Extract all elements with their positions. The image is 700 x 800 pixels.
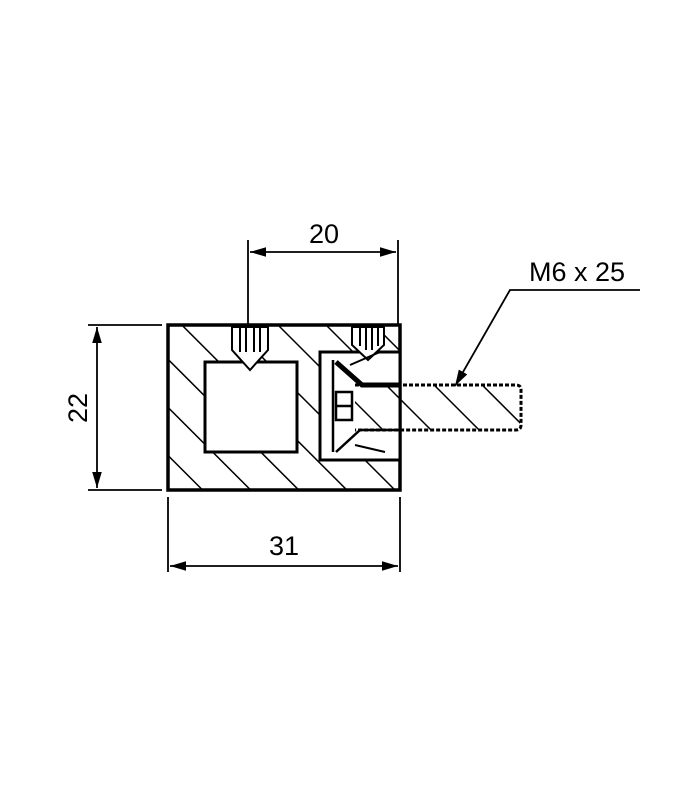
set-screw-left bbox=[231, 326, 269, 372]
dimension-width-top bbox=[247, 240, 399, 325]
bolt-spec-label: M6 x 25 bbox=[529, 257, 625, 287]
dimension-height bbox=[88, 324, 162, 491]
dimension-width-bottom bbox=[167, 497, 401, 572]
bolt-leader-line bbox=[454, 289, 640, 387]
dimension-label-22: 22 bbox=[63, 393, 93, 423]
dimension-label-31: 31 bbox=[269, 531, 299, 561]
dimension-label-20: 20 bbox=[309, 219, 339, 249]
threaded-bolt bbox=[355, 383, 523, 432]
set-screw-right bbox=[351, 326, 385, 362]
